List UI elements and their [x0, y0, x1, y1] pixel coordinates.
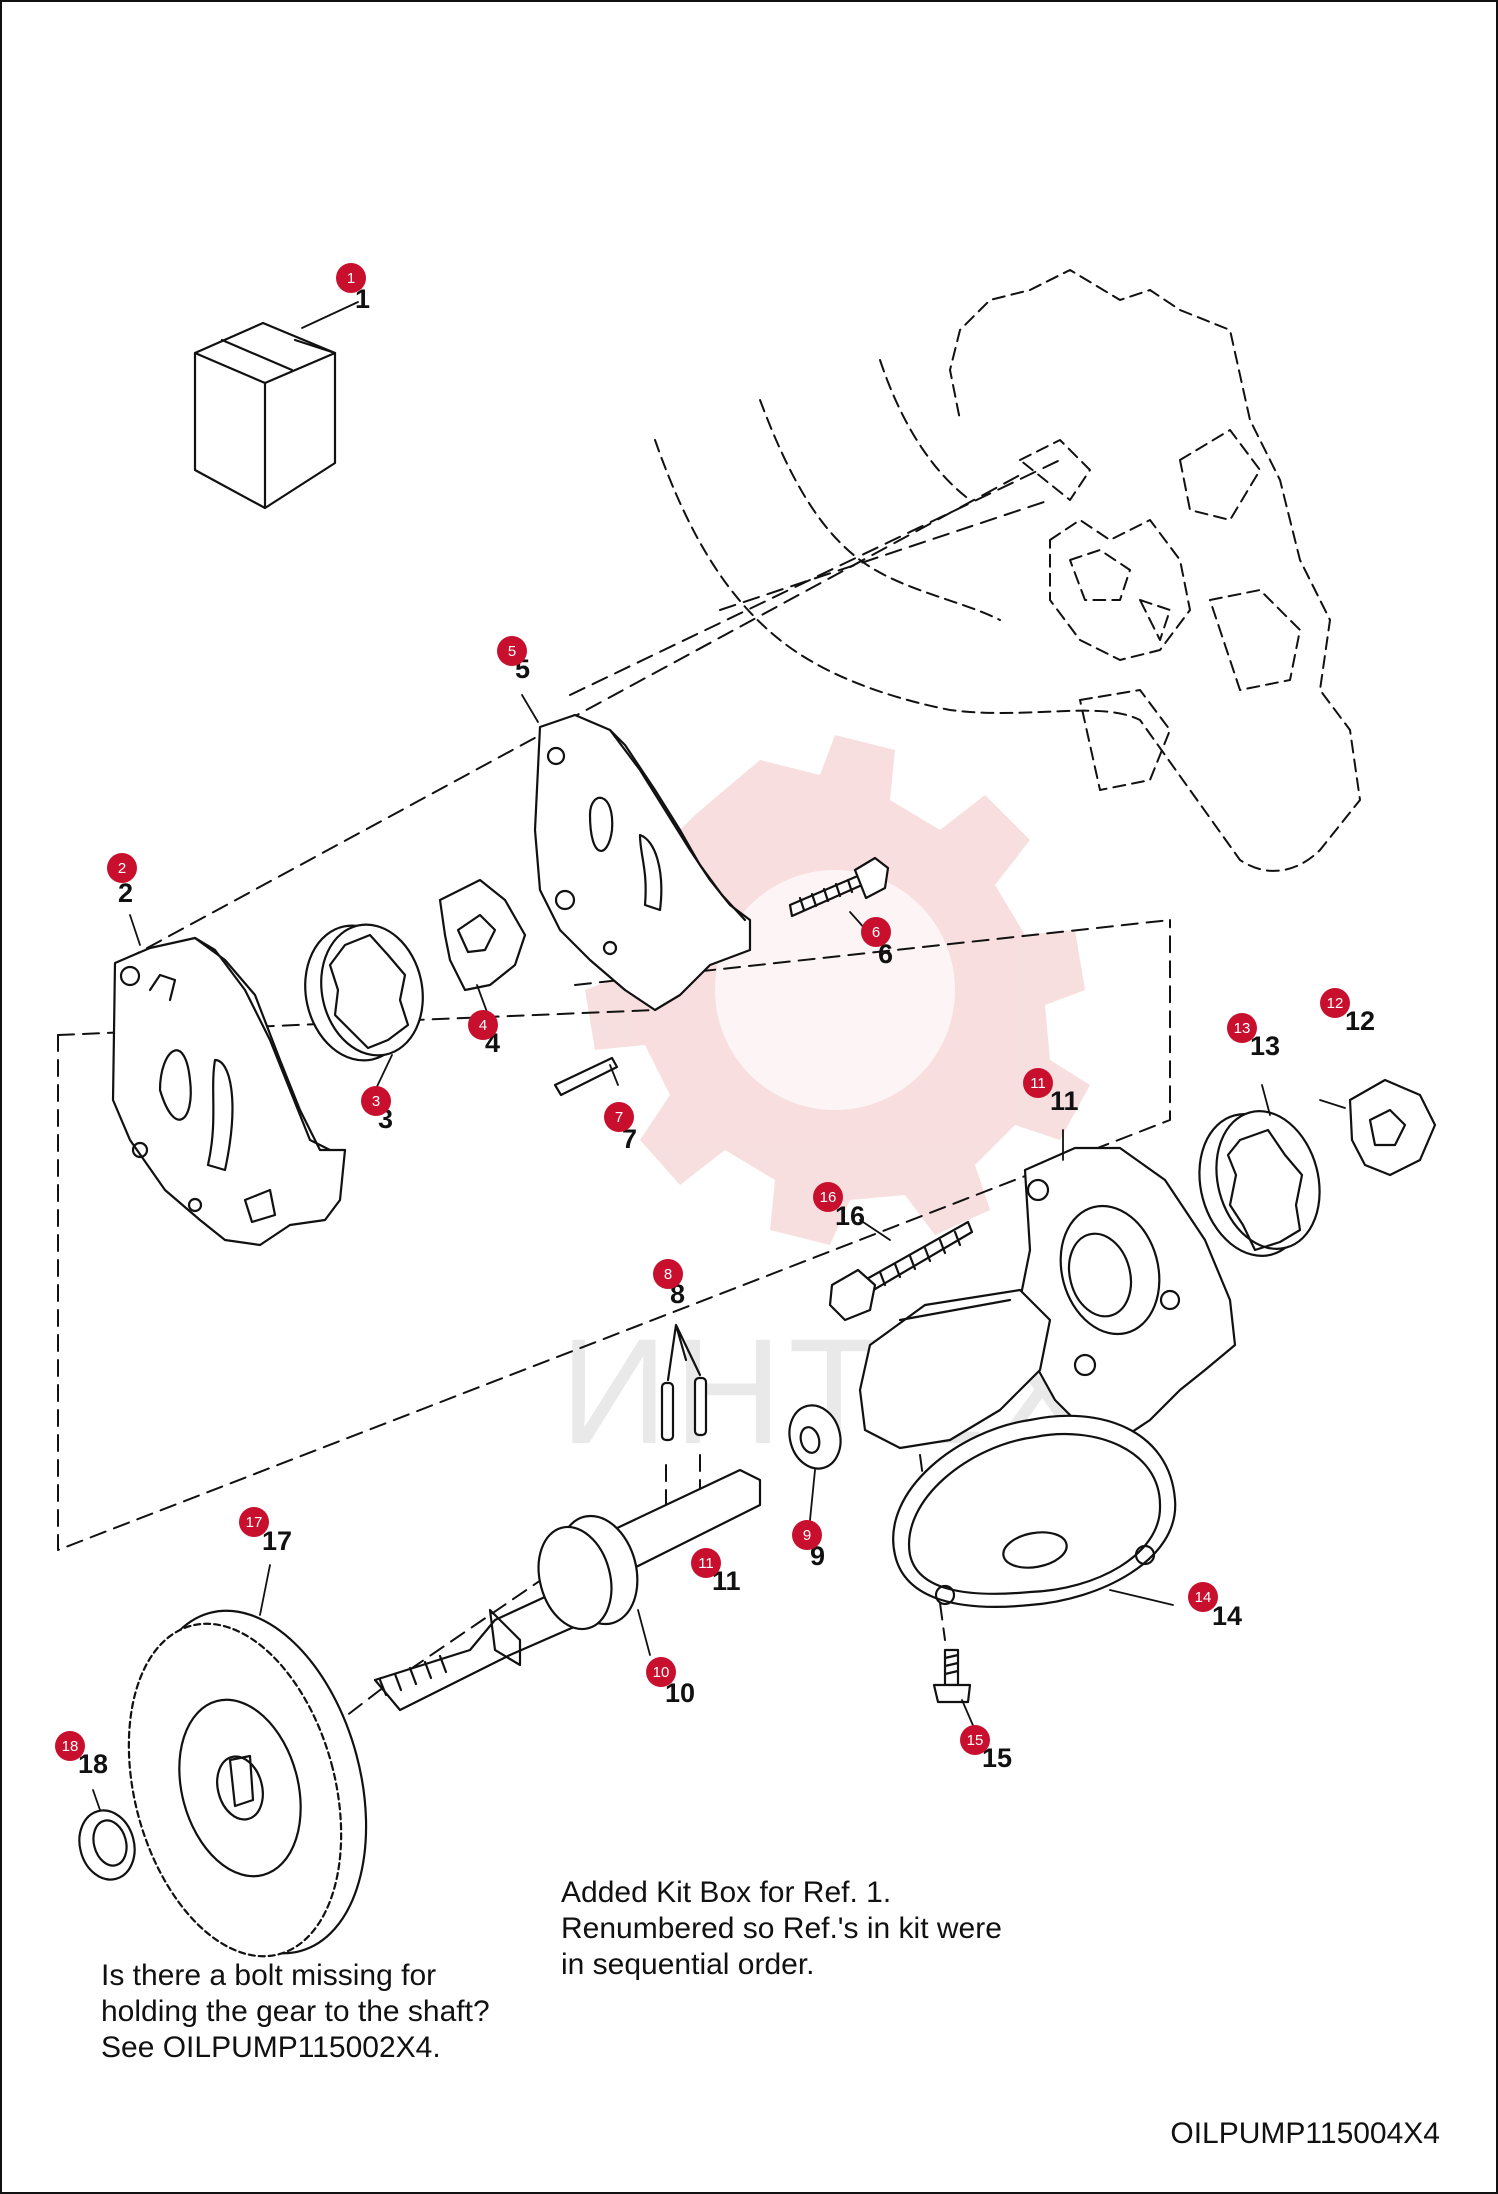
svg-text:9: 9 [810, 1541, 825, 1571]
note-line: Added Kit Box for Ref. 1. [561, 1876, 892, 1909]
hotspot-5[interactable]: 5 5 [497, 636, 530, 684]
hotspot-8[interactable]: 8 8 [653, 1259, 685, 1309]
missing-bolt-note: Is there a bolt missing for holding the … [101, 1958, 490, 2066]
svg-text:7: 7 [615, 1109, 623, 1126]
hotspot-11-shaft[interactable]: 11 11 [691, 1548, 741, 1596]
svg-text:6: 6 [872, 924, 880, 941]
hotspot-13[interactable]: 13 13 [1227, 1013, 1280, 1061]
drive-shaft [373, 1468, 762, 1712]
svg-text:10: 10 [653, 1664, 670, 1681]
svg-text:14: 14 [1195, 1589, 1212, 1606]
svg-text:14: 14 [1212, 1601, 1242, 1631]
hotspot-12[interactable]: 12 12 [1320, 988, 1375, 1036]
svg-text:9: 9 [803, 1527, 811, 1544]
svg-text:18: 18 [78, 1749, 108, 1779]
hotspot-1[interactable]: 1 1 [336, 263, 370, 314]
note-line: Is there a bolt missing for [101, 1959, 437, 1992]
svg-text:11: 11 [1030, 1075, 1046, 1092]
note-line: Renumbered so Ref.'s in kit were [561, 1912, 1002, 1945]
hotspot-15[interactable]: 15 15 [960, 1725, 1012, 1773]
pump-plate-left [111, 936, 347, 1247]
svg-text:6: 6 [878, 939, 893, 969]
hotspot-17[interactable]: 17 17 [239, 1507, 292, 1556]
hotspot-7[interactable]: 7 7 [604, 1102, 637, 1154]
hotspot-10[interactable]: 10 10 [646, 1657, 695, 1708]
note-line: holding the gear to the shaft? [101, 1995, 490, 2028]
svg-text:13: 13 [1250, 1031, 1280, 1061]
hotspot-6[interactable]: 6 6 [861, 917, 893, 969]
note-line: in sequential order. [561, 1948, 815, 1981]
watermark-gear-icon [580, 735, 1090, 1245]
inner-rotor [438, 878, 527, 992]
engine-block-outline [654, 269, 1361, 872]
washer-18 [78, 1809, 136, 1881]
svg-text:16: 16 [820, 1189, 837, 1206]
hotspot-11-body[interactable]: 11 11 [1023, 1068, 1079, 1116]
svg-text:12: 12 [1327, 995, 1344, 1012]
washer-9 [788, 1404, 842, 1470]
svg-text:17: 17 [246, 1514, 263, 1531]
inner-rotor-12 [1348, 1078, 1437, 1177]
outer-rotor-13 [1198, 1110, 1321, 1257]
svg-text:1: 1 [347, 270, 355, 287]
svg-text:18: 18 [62, 1738, 79, 1755]
kit-box-note: Added Kit Box for Ref. 1. Renumbered so … [561, 1875, 1002, 1983]
svg-text:12: 12 [1345, 1006, 1375, 1036]
pin-7 [553, 1056, 619, 1097]
svg-text:4: 4 [479, 1017, 487, 1034]
screw-15 [932, 1648, 972, 1704]
svg-text:17: 17 [262, 1526, 292, 1556]
hotspot-18[interactable]: 18 18 [55, 1731, 108, 1779]
hotspot-4[interactable]: 4 4 [468, 1010, 500, 1058]
hotspot-16[interactable]: 16 16 [813, 1182, 865, 1231]
hotspot-9[interactable]: 9 9 [792, 1520, 825, 1571]
svg-text:13: 13 [1234, 1020, 1251, 1037]
pump-body [858, 1146, 1237, 1450]
hotspot-3[interactable]: 3 3 [361, 1086, 393, 1134]
svg-text:5: 5 [508, 643, 516, 660]
hotspot-2[interactable]: 2 2 [107, 853, 137, 908]
svg-text:15: 15 [967, 1732, 984, 1749]
kit-box [193, 321, 337, 510]
bolt-6 [788, 856, 890, 918]
bolt-16 [828, 1220, 974, 1322]
svg-text:11: 11 [698, 1555, 714, 1572]
pump-plate-right [533, 713, 752, 1012]
svg-text:3: 3 [372, 1093, 380, 1110]
svg-text:11: 11 [1050, 1086, 1079, 1116]
svg-text:2: 2 [118, 860, 126, 877]
outer-rotor [304, 923, 424, 1062]
drive-gear [127, 1609, 368, 1958]
cover-plate [892, 1414, 1177, 1608]
pins-8 [660, 1323, 708, 1442]
hotspot-14[interactable]: 14 14 [1188, 1582, 1242, 1631]
note-line: See OILPUMP115002X4. [101, 2031, 441, 2064]
svg-text:8: 8 [664, 1266, 672, 1283]
svg-text:1: 1 [355, 284, 370, 314]
figure-code: OILPUMP115004X4 [1170, 2117, 1440, 2150]
svg-text:2: 2 [118, 878, 133, 908]
svg-text:16: 16 [835, 1201, 865, 1231]
svg-text:7: 7 [622, 1124, 637, 1154]
